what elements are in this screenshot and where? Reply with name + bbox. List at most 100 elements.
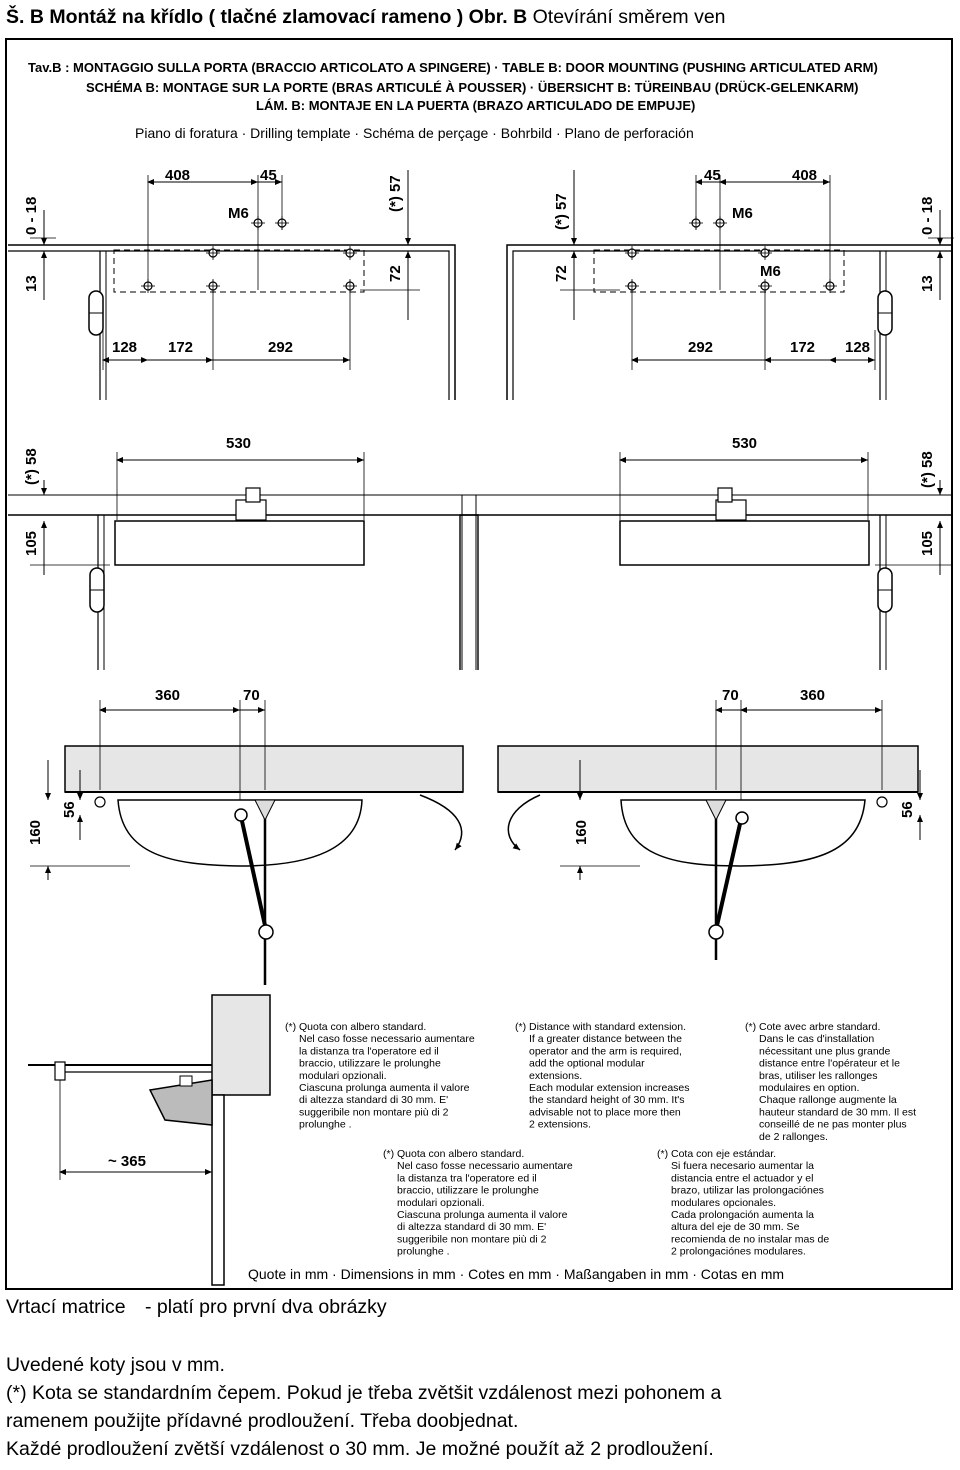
note-line: di altezza standard di 30 mm. E' bbox=[397, 1221, 546, 1233]
note-line: distancia entre el actuador y el bbox=[671, 1172, 813, 1184]
dim-13-right: 13 bbox=[919, 275, 936, 292]
note-line: Cada prolongación aumenta la bbox=[671, 1209, 814, 1221]
top-view-left bbox=[30, 700, 464, 985]
dim-292-right: 292 bbox=[688, 339, 713, 356]
drilling-template-right bbox=[506, 170, 954, 400]
dim-56-right: 56 bbox=[899, 801, 916, 818]
note-line: distance entre l'opérateur et le bbox=[759, 1058, 900, 1070]
heading-bold: Š. B Montáž na křídlo ( tlačné zlamovací… bbox=[6, 6, 528, 28]
note-line: braccio, utilizzare le prolunghe bbox=[397, 1185, 539, 1197]
note-line: nécessitant une plus grande bbox=[759, 1045, 891, 1057]
dim-160-left: 160 bbox=[27, 820, 44, 845]
dim-56-left: 56 bbox=[61, 801, 78, 818]
dim-172-right: 172 bbox=[790, 339, 815, 356]
note-line: recomienda de no instalar mas de bbox=[671, 1233, 829, 1245]
note-line: Dans le cas d'installation bbox=[759, 1033, 874, 1045]
figure-title-2: SCHÉMA B: MONTAGE SUR LA PORTE (BRAS ART… bbox=[86, 80, 859, 95]
front-view-left bbox=[8, 452, 479, 670]
diagram-frame bbox=[5, 38, 953, 1290]
caption: Vrtací matrice - platí pro první dva obr… bbox=[6, 1296, 387, 1318]
dim-58-left: (*) 58 bbox=[23, 448, 40, 485]
note-line: braccio, utilizzare le prolunghe bbox=[299, 1058, 441, 1070]
dim-m6-right-top: M6 bbox=[732, 205, 753, 222]
note-line: modulari opzionali. bbox=[397, 1197, 485, 1209]
heading-normal: Otevírání směrem ven bbox=[527, 6, 726, 28]
figure-subtitle: Piano di foratura · Drilling template · … bbox=[135, 125, 694, 141]
dim-m6-right-bottom: M6 bbox=[760, 263, 781, 280]
notes-block: (*) Quota con albero standard.Nel caso f… bbox=[285, 1021, 916, 1258]
note-line: (*) Quota con albero standard. bbox=[285, 1021, 426, 1033]
dim-57-left: (*) 57 bbox=[387, 175, 404, 212]
note-line: If a greater distance between the bbox=[529, 1033, 682, 1045]
body-line-4: Každé prodloužení zvětší vzdálenost o 30… bbox=[6, 1438, 714, 1460]
note-line: Ciascuna prolunga aumenta il valore bbox=[299, 1082, 470, 1094]
note-line: suggeribile non montare più di 2 bbox=[397, 1233, 547, 1245]
figure-footer: Quote in mm · Dimensions in mm · Cotes e… bbox=[248, 1266, 784, 1282]
page-heading: Š. B Montáž na křídlo ( tlačné zlamovací… bbox=[6, 6, 726, 29]
note-line: modulares opcionales. bbox=[671, 1197, 776, 1209]
dim-172-left: 172 bbox=[168, 339, 193, 356]
dim-72-left: 72 bbox=[387, 265, 404, 282]
note-block: (*) Distance with standard extension.If … bbox=[515, 1021, 690, 1131]
dim-57-right: (*) 57 bbox=[553, 193, 570, 230]
note-line: la distanza tra l'operatore ed il bbox=[397, 1172, 537, 1184]
note-block: (*) Quota con albero standard.Nel caso f… bbox=[383, 1148, 573, 1258]
note-line: conseillé de ne pas monter plus bbox=[759, 1119, 907, 1131]
dim-530-right: 530 bbox=[732, 435, 757, 452]
note-line: (*) Quota con albero standard. bbox=[383, 1148, 524, 1160]
body-line-1: Uvedené koty jsou v mm. bbox=[6, 1354, 225, 1376]
dim-128-left: 128 bbox=[112, 339, 137, 356]
dim-408-left: 408 bbox=[165, 167, 190, 184]
note-line: Nel caso fosse necessario aumentare bbox=[397, 1160, 573, 1172]
note-line: (*) Cote avec arbre standard. bbox=[745, 1021, 880, 1033]
note-block: (*) Cote avec arbre standard.Dans le cas… bbox=[745, 1021, 916, 1143]
dim-018-left: 0 - 18 bbox=[23, 197, 40, 235]
note-block: (*) Cota con eje estándar.Si fuera neces… bbox=[657, 1148, 829, 1258]
note-line: add the optional modular bbox=[529, 1058, 645, 1070]
note-line: Nel caso fosse necessario aumentare bbox=[299, 1033, 475, 1045]
caption-left: Vrtací matrice bbox=[6, 1296, 126, 1318]
dim-160-right: 160 bbox=[573, 820, 590, 845]
dim-70-right: 70 bbox=[722, 687, 739, 704]
dim-45-left: 45 bbox=[260, 167, 277, 184]
caption-right: - platí pro první dva obrázky bbox=[144, 1296, 387, 1318]
note-line: the standard height of 30 mm. It's bbox=[529, 1094, 685, 1106]
note-line: prolunghe . bbox=[299, 1119, 352, 1131]
note-line: extensions. bbox=[529, 1070, 582, 1082]
dim-360-right: 360 bbox=[800, 687, 825, 704]
note-line: altura del eje de 30 mm. Se bbox=[671, 1221, 800, 1233]
note-line: prolunghe . bbox=[397, 1246, 450, 1258]
dim-292-left: 292 bbox=[268, 339, 293, 356]
dim-530-left: 530 bbox=[226, 435, 251, 452]
note-line: advisable not to place more then bbox=[529, 1106, 681, 1118]
note-line: (*) Cota con eje estándar. bbox=[657, 1148, 776, 1160]
dim-58-right: (*) 58 bbox=[919, 451, 936, 488]
note-line: brazo, utilizar las prolongaciónes bbox=[671, 1185, 824, 1197]
dim-70-left: 70 bbox=[243, 687, 260, 704]
note-line: de 2 rallonges. bbox=[759, 1131, 828, 1143]
note-line: modulaires en option. bbox=[759, 1082, 859, 1094]
top-view-right bbox=[497, 700, 923, 960]
dim-13-left: 13 bbox=[23, 275, 40, 292]
front-view-right bbox=[459, 452, 952, 670]
note-line: suggeribile non montare più di 2 bbox=[299, 1106, 449, 1118]
note-line: Each modular extension increases bbox=[529, 1082, 690, 1094]
note-line: operator and the arm is required, bbox=[529, 1045, 682, 1057]
dim-128-right: 128 bbox=[845, 339, 870, 356]
body-line-2: (*) Kota se standardním čepem. Pokud je … bbox=[6, 1382, 722, 1404]
note-block: (*) Quota con albero standard.Nel caso f… bbox=[285, 1021, 475, 1131]
figure-title-1: Tav.B : MONTAGGIO SULLA PORTA (BRACCIO A… bbox=[28, 60, 878, 75]
note-line: bras, utiliser les rallonges bbox=[759, 1070, 877, 1082]
note-line: Ciascuna prolunga aumenta il valore bbox=[397, 1209, 568, 1221]
side-view bbox=[28, 994, 271, 1286]
dim-m6-left: M6 bbox=[228, 205, 249, 222]
dim-408-right: 408 bbox=[792, 167, 817, 184]
note-line: 2 extensions. bbox=[529, 1119, 591, 1131]
dim-105-right: 105 bbox=[919, 531, 936, 556]
dim-72-right: 72 bbox=[553, 265, 570, 282]
dim-105-left: 105 bbox=[23, 531, 40, 556]
mounting-diagram: Tav.B : MONTAGGIO SULLA PORTA (BRACCIO A… bbox=[8, 60, 954, 1286]
note-line: 2 prolongaciónes modulares. bbox=[671, 1246, 806, 1258]
figure-title-3: LÁM. B: MONTAJE EN LA PUERTA (BRAZO ARTI… bbox=[256, 98, 695, 113]
note-line: Chaque rallonge augmente la bbox=[759, 1094, 897, 1106]
